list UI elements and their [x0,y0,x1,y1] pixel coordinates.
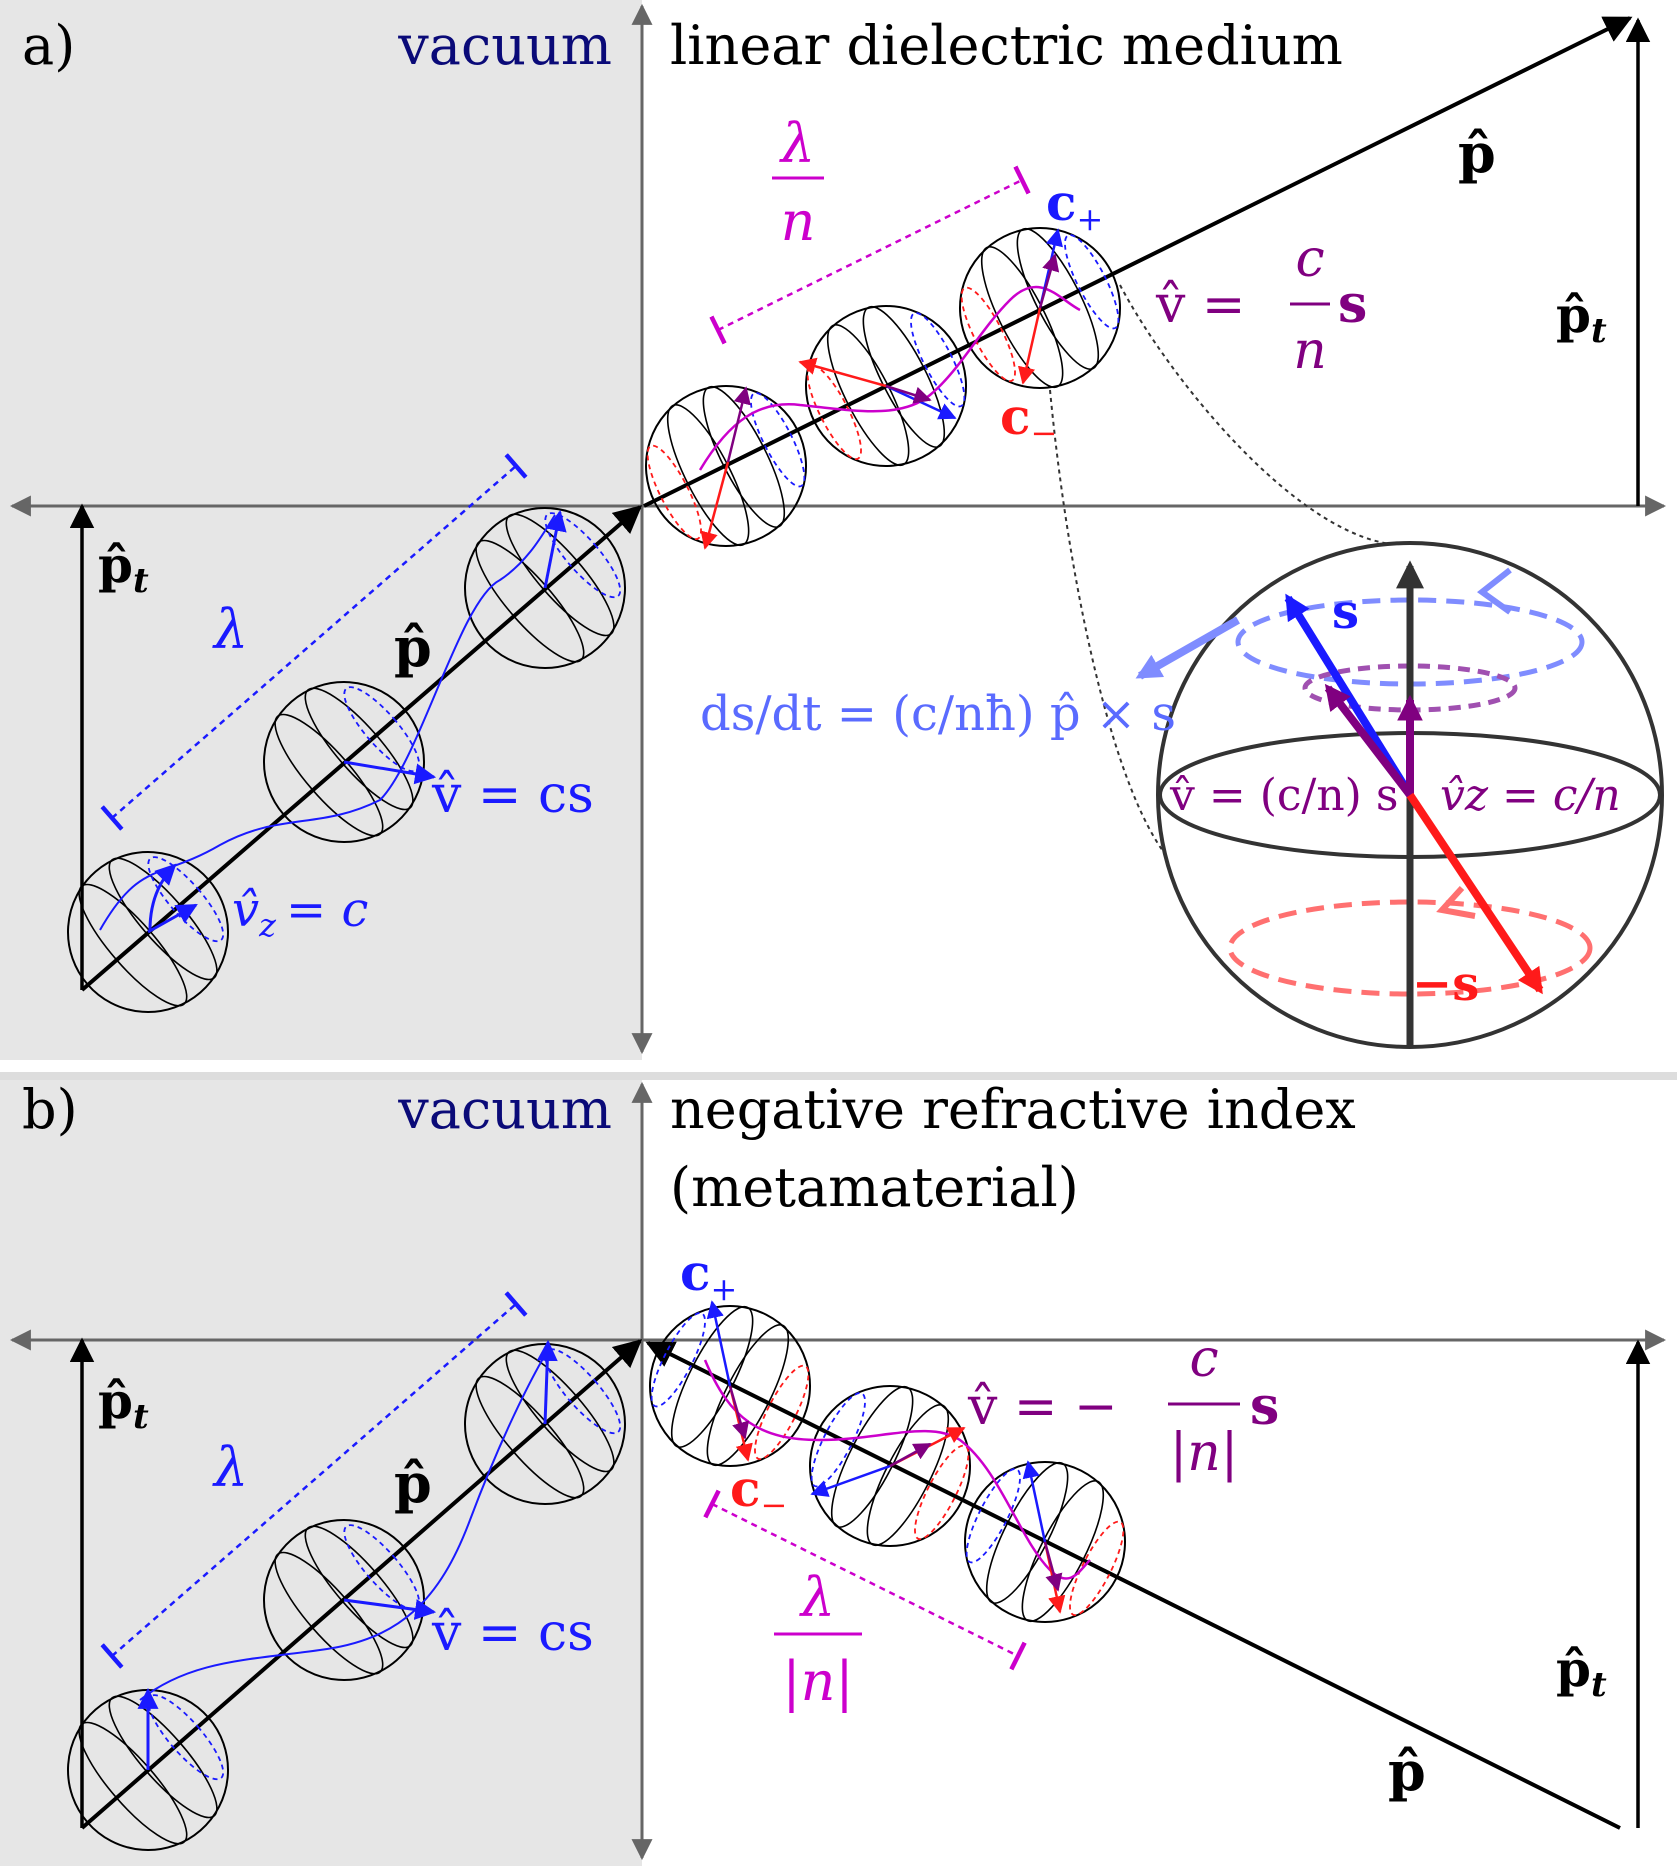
v-medium-num-a: c [1295,229,1324,289]
spin-arrow-vac-1 [148,863,177,931]
inset-v-label: v̂ = (c/n) s [1169,770,1398,821]
inset-sphere [1135,541,1664,1049]
medium-label-a: linear dielectric medium [670,14,1343,77]
inset-precession-arrow [1135,616,1240,680]
v-medium-den-b: |n| [1170,1423,1239,1483]
inset-chevron-blue [1476,567,1512,615]
c-plus-label-a: c+ [1046,173,1103,238]
pt-hat-label-vacuum-b: p̂t [98,1371,149,1437]
lambda-scale-vacuum-b [100,1291,528,1669]
inset-v-arrow [1324,683,1414,798]
p-hat-label-medium-a: p̂ [1458,121,1496,185]
vacuum-label-b: vacuum [397,1078,612,1141]
p-hat-label-vacuum-b: p̂ [394,1451,432,1515]
inset-chevron-red [1436,885,1476,919]
vacuum-label-a: vacuum [397,14,612,77]
lambda-over-n-scale-a [709,165,1031,345]
panel-b-tag: b) [22,1078,78,1141]
v-arrow-mb1 [728,1385,750,1440]
c-minus-label-a: c− [1000,387,1057,452]
v-eq-cs-label-a: v̂ = cs [431,765,594,825]
v-eq-cs-label-b: v̂ = cs [431,1603,594,1663]
v-medium-rhs-b: s [1250,1376,1279,1437]
panel-b: b) vacuum negative refractive index (met… [0,1072,1677,1866]
metamaterial-label-line1: negative refractive index [670,1078,1356,1141]
inset-minus-s-label: −s [1412,956,1479,1012]
c-minus-arrow-m3 [1017,307,1042,385]
v-medium-num-b: c [1189,1329,1218,1389]
spin-arrow-vac-3 [543,509,567,589]
inset-s-label: s [1332,584,1359,640]
v-arrow-m3 [1038,253,1060,309]
v-medium-lhs-b: v̂ = − [967,1377,1118,1437]
pt-hat-label-medium-a: p̂t [1556,285,1607,351]
c-minus-arrow-m1 [700,461,730,550]
panel-a-tag: a) [22,14,75,77]
velocity-arrow-vac-1 [147,903,198,934]
v-arrow-m2 [885,384,932,404]
v-medium-rhs-a: s [1338,274,1367,335]
c-plus-arrow-mb2 [810,1464,891,1497]
spin-arrow-vac-b3 [536,1339,558,1425]
vz-eq-c-label-a: v̂z= c [232,882,368,944]
lambda-label-a: λ [212,598,248,661]
c-plus-arrow-mb3 [1022,1460,1047,1543]
precession-equation: ds/dt = (c/nħ) p̂ × s [700,686,1176,742]
p-hat-label-medium-b: p̂ [1388,1739,1426,1803]
vacuum-region-b [0,1074,642,1866]
lambda-over-n-num-a: λ [779,112,815,175]
v-arrow-m1 [726,386,751,463]
zoom-line-upper [1119,284,1401,546]
c-minus-label-b: c− [730,1459,787,1524]
lambda-over-n-den-a: n [781,190,816,253]
lambda-over-abs-n-scale-b [703,1489,1027,1671]
v-medium-den-a: n [1293,321,1327,381]
lambda-scale-vacuum-a [100,453,528,831]
lambda-over-abs-n-num-b: λ [799,1566,835,1629]
metamaterial-label-line2: (metamaterial) [670,1156,1079,1219]
c-minus-arrow-m2 [798,357,887,388]
c-plus-arrow-mb1 [706,1300,732,1387]
lambda-over-abs-n-den-b: |n| [782,1650,853,1713]
pt-hat-label-vacuum-a: p̂t [98,535,149,601]
inset-minus-s-arrow [1406,792,1544,995]
v-arrow-mb3 [1043,1541,1063,1592]
zoom-line-lower [1049,389,1181,871]
p-hat-label-vacuum-a: p̂ [394,615,432,679]
v-medium-lhs-a: v̂ = [1155,275,1245,335]
v-arrow-mb2 [889,1442,932,1468]
panel-a: a) vacuum linear dielectric medium p̂ p̂… [0,0,1667,1060]
lambda-label-b: λ [212,1436,248,1499]
p-hat-vector-medium-a [643,16,1633,508]
p-hat-vector-medium-b [645,1341,1621,1830]
c-plus-label-b: c+ [680,1243,737,1308]
inset-vz-label: v̂z = c/n [1440,770,1621,821]
pt-hat-label-medium-b: p̂t [1556,1639,1607,1705]
